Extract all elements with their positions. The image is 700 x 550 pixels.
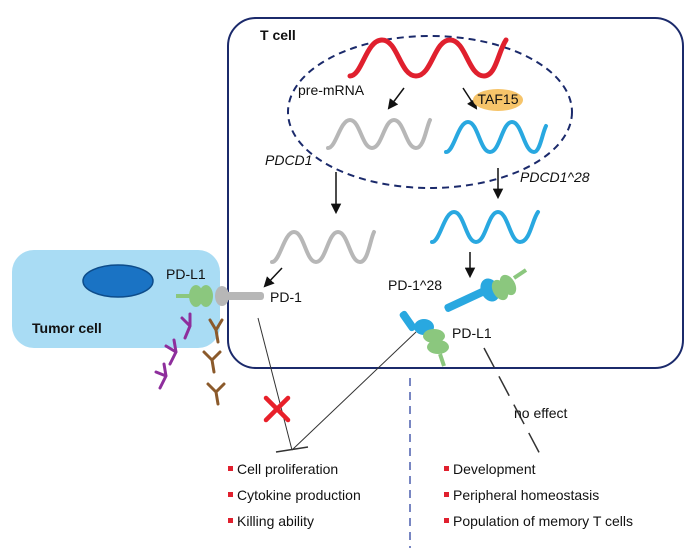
- pd1-28-label: PD-1^28: [388, 277, 442, 293]
- pdl1-tcell-label: PD-L1: [452, 325, 492, 341]
- bullet-icon: [228, 466, 233, 471]
- tumor-cell-label: Tumor cell: [32, 320, 102, 336]
- antibody-purple-group: [154, 312, 192, 390]
- pre-mrna-wave: [347, 37, 509, 79]
- t-cell-label: T cell: [260, 27, 296, 43]
- pdcd1-label: PDCD1: [265, 152, 312, 168]
- pdl1-tcell-lower: [423, 329, 449, 367]
- right-effect-item: Development: [453, 461, 536, 477]
- pdcd1-28-mrna-cytoplasm: [430, 209, 540, 245]
- taf15-label: TAF15: [478, 91, 519, 107]
- right-effect-item: Population of memory T cells: [453, 513, 633, 529]
- no-effect-line: [483, 347, 543, 459]
- bullet-icon: [228, 518, 233, 523]
- pre-mrna-label: pre-mRNA: [298, 82, 365, 98]
- pdcd1-28-mrna-nuclear: [444, 119, 548, 155]
- bullet-icon: [444, 466, 449, 471]
- left-effect-item: Cytokine production: [237, 487, 361, 503]
- pdcd1-28-label: PDCD1^28: [520, 169, 590, 185]
- antibody-brown-group: [202, 318, 226, 406]
- pd1-receptor: [215, 286, 264, 306]
- bullet-icon: [444, 492, 449, 497]
- left-effect-item: Killing ability: [237, 513, 314, 529]
- pdl1-tcell-upper: [491, 268, 528, 301]
- bullet-icon: [228, 492, 233, 497]
- right-effect-item: Peripheral homeostasis: [453, 487, 599, 503]
- splice-arrow-left: [387, 87, 405, 110]
- pdcd1-mrna-cytoplasm: [270, 229, 376, 265]
- inhibition-line-pd1: [257, 317, 293, 451]
- block-cross-icon: [263, 395, 291, 423]
- inhibition-line-pd1-28: [291, 331, 417, 451]
- pdl1-tumor-label: PD-L1: [166, 266, 206, 282]
- left-effect-item: Cell proliferation: [237, 461, 338, 477]
- tumor-nucleus: [82, 264, 154, 298]
- pdcd1-mrna-nuclear: [326, 117, 432, 151]
- tumor-cell: [12, 250, 220, 348]
- left-effects-list: Cell proliferation Cytokine production K…: [228, 461, 361, 529]
- pd1-label: PD-1: [270, 289, 302, 305]
- no-effect-label: no effect: [514, 405, 568, 421]
- inhibition-bar: [275, 446, 309, 453]
- right-effects-list: Development Peripheral homeostasis Popul…: [444, 461, 633, 529]
- splice-arrow-right: [462, 87, 478, 110]
- taf15-protein: [473, 89, 523, 111]
- bullet-icon: [444, 518, 449, 523]
- pdl1-tumor-receptor: [176, 285, 213, 307]
- t-cell-membrane: [227, 17, 684, 369]
- nucleus-boundary: [287, 35, 573, 189]
- translation-arrow-pd1: [263, 267, 283, 288]
